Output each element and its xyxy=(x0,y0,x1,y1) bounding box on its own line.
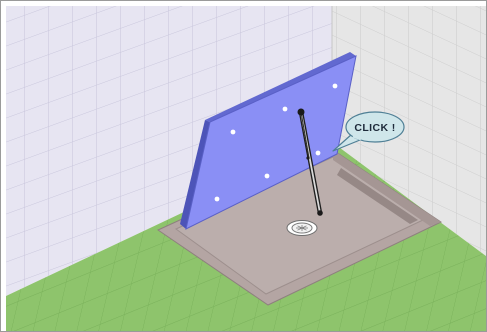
panel-face xyxy=(185,55,357,230)
panel-bolt xyxy=(214,196,220,202)
tray-gutter xyxy=(337,168,418,224)
panel-bolt xyxy=(315,150,321,156)
right-wall xyxy=(332,6,486,256)
panel-bolt xyxy=(282,106,288,112)
callout-text: CLICK ! xyxy=(354,122,395,134)
panel-bolt xyxy=(230,129,236,135)
panel-top-edge xyxy=(205,52,356,122)
floor-drain-icon[interactable] xyxy=(286,220,318,236)
panel-side-edge xyxy=(180,120,210,229)
gas-strut-icon[interactable] xyxy=(297,108,323,216)
tray-rim xyxy=(333,150,441,226)
left-wall xyxy=(6,6,332,296)
speech-bubble-icon: CLICK ! xyxy=(332,111,405,152)
panel-bolt xyxy=(332,83,338,89)
tilted-panel[interactable] xyxy=(180,52,357,230)
panel-bolt xyxy=(264,173,270,179)
